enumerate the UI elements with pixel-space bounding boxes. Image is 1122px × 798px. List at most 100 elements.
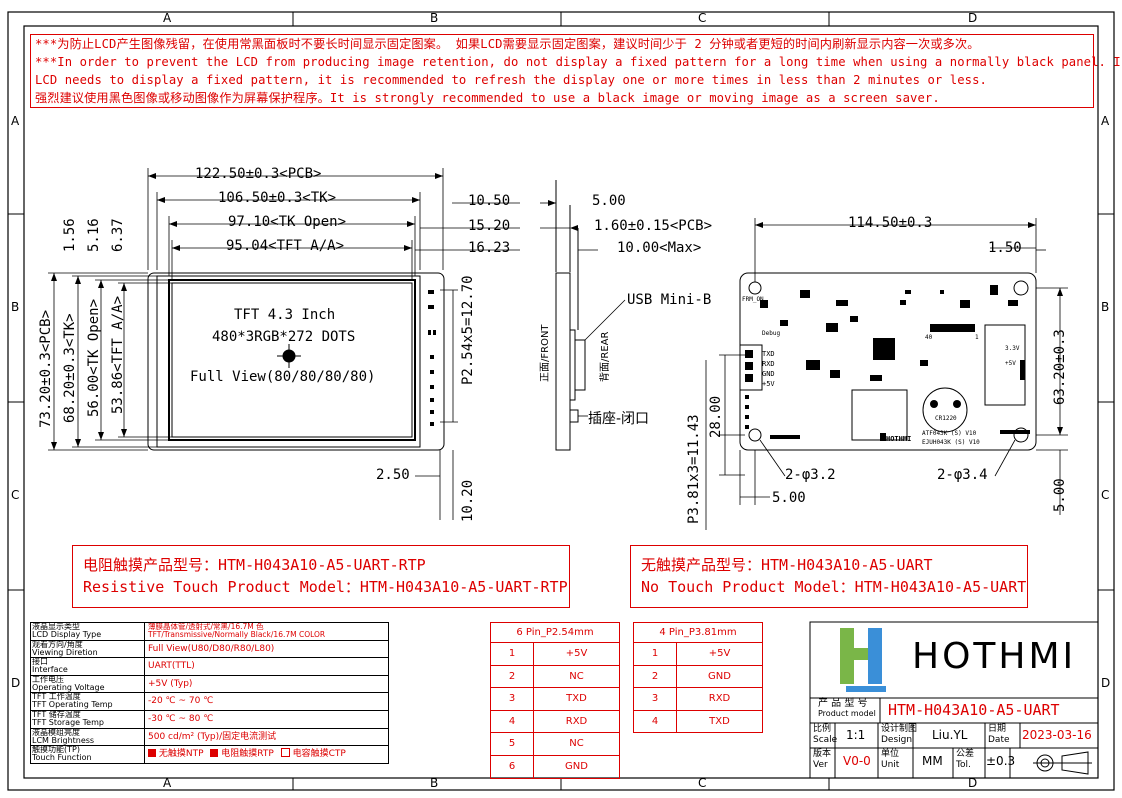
tolerance-value: ±0.3 (986, 754, 1016, 768)
projection-symbol-icon (1033, 751, 1092, 775)
dim-offset-3: 6.37 (110, 218, 126, 252)
warning-line: 强烈建议使用黑色图像或移动图像作为屏幕保护程序。It is strongly r… (35, 91, 940, 105)
dim-right-3: 16.23 (468, 240, 511, 256)
screen-viewing-angle: Full View(80/80/80/80) (190, 369, 376, 385)
dim-right-1: 10.50 (468, 193, 511, 209)
resistive-model-box: 电阻触摸产品型号：HTM-H043A10-A5-UART-RTP Resisti… (72, 545, 570, 608)
pin-row: 1+5V (634, 643, 762, 666)
pcb-label: ATF043K (S) V10 (922, 430, 977, 437)
dim-tk-height: 68.20±0.3<TK> (62, 313, 78, 423)
pin6-title: 6 Pin_P2.54mm (491, 623, 619, 643)
dim-bottom-2: 10.20 (460, 479, 476, 522)
dim-bottom-1: 2.50 (376, 467, 410, 483)
pcb-label: Debug (762, 330, 781, 337)
touch-option-ctp: 电容触摸CTP (292, 749, 346, 760)
dim-side-max: 10.00<Max> (617, 240, 702, 256)
resistive-model-en: Resistive Touch Product Model：HTM-H043A1… (83, 578, 568, 596)
front-label: 正面/FRONT (540, 324, 551, 382)
front-pins (428, 290, 436, 426)
zone-left-d: D (11, 676, 21, 690)
pcb-label: +5V (1005, 360, 1016, 367)
unit-value: MM (922, 754, 943, 768)
dim-pin-pitch: P2.54x5=12.70 (460, 275, 476, 385)
checked-box-icon (148, 749, 156, 758)
zone-right-c: C (1101, 488, 1110, 502)
zone-bottom-b: B (430, 776, 439, 790)
zone-bottom-c: C (698, 776, 707, 790)
dim-pcb-width: 122.50±0.3<PCB> (195, 166, 322, 182)
product-model: HTM-H043A10-A5-UART (888, 701, 1060, 719)
brand-logo-text: HOTHMI (912, 636, 1077, 677)
side-view (555, 180, 586, 451)
dim-rear-bottom-right: 5.00 (1052, 478, 1068, 512)
dim-pcb-height: 73.20±0.3<PCB> (38, 309, 54, 428)
touch-options: 无触摸NTP 电阻触摸RTP 电容触摸CTP (145, 746, 388, 763)
pcb-label: RXD (762, 360, 775, 368)
rear-components (745, 285, 1030, 441)
dim-rear-pitch: P3.81x3=11.43 (686, 414, 702, 524)
pcb-label: FRM_ON (742, 296, 764, 303)
dim-hole-spacing: 114.50±0.3 (848, 215, 933, 231)
pcb-label: 3.3V (1005, 345, 1020, 352)
dim-tft-aa-height: 53.86<TFT A/A> (110, 295, 126, 414)
dim-tk-open-height: 56.00<TK Open> (86, 298, 102, 417)
dim-tft-aa-width: 95.04<TFT A/A> (226, 238, 345, 254)
dim-hole-left: 2-φ3.2 (785, 467, 836, 483)
drawing-date: 2023-03-16 (1022, 728, 1092, 742)
pcb-label: 40 (925, 334, 933, 341)
pcb-label: +5V (762, 380, 775, 388)
pcb-label: CR1220 (935, 415, 957, 422)
socket-label: 插座-闭口 (588, 411, 650, 427)
rear-label: 背面/REAR (600, 331, 611, 382)
dim-rear-28: 28.00 (708, 395, 724, 438)
touch-option-ntp: 无触摸NTP (158, 749, 204, 760)
pcb-label: HOTHMI (886, 435, 912, 443)
warning-line: ***为防止LCD产生图像残留，在使用常黑面板时不要长时间显示固定图案。 如果L… (35, 37, 980, 51)
scale-value: 1:1 (846, 728, 866, 742)
warning-line: LCD needs to display a fixed pattern, it… (35, 73, 987, 87)
designer: Liu.YL (932, 728, 968, 742)
no-touch-model-box: 无触摸产品型号：HTM-H043A10-A5-UART No Touch Pro… (630, 545, 1028, 608)
unchecked-box-icon (280, 748, 290, 758)
screen-title: TFT 4.3 Inch (234, 307, 336, 323)
screen-resolution: 480*3RGB*272 DOTS (212, 329, 356, 345)
zone-top-d: D (968, 11, 978, 25)
zone-left-b: B (11, 300, 20, 314)
dim-rear-edge: 1.50 (988, 240, 1022, 256)
no-touch-model-cn: 无触摸产品型号：HTM-H043A10-A5-UART (641, 556, 933, 574)
zone-bottom-a: A (163, 776, 172, 790)
usb-label: USB Mini-B (627, 292, 712, 308)
pcb-label: 1 (975, 334, 979, 341)
spec-row: 触摸功能(TP)Touch Function 无触摸NTP 电阻触摸RTP 电容… (31, 746, 388, 764)
zone-bottom-d: D (968, 776, 978, 790)
pcb-label: GND (762, 370, 775, 378)
pin-row: 1+5V (491, 643, 619, 666)
zone-left-a: A (11, 114, 20, 128)
touch-option-rtp: 电阻触摸RTP (221, 749, 274, 760)
pcb-label: EJUH043K (S) V10 (922, 439, 980, 446)
pcb-label: TXD (762, 350, 775, 358)
rear-view (739, 272, 1037, 451)
warning-box: ***为防止LCD产生图像残留，在使用常黑面板时不要长时间显示固定图案。 如果L… (30, 34, 1122, 108)
pin4-title: 4 Pin_P3.81mm (634, 623, 762, 643)
no-touch-model-en: No Touch Product Model：HTM-H043A10-A5-UA… (641, 578, 1027, 596)
